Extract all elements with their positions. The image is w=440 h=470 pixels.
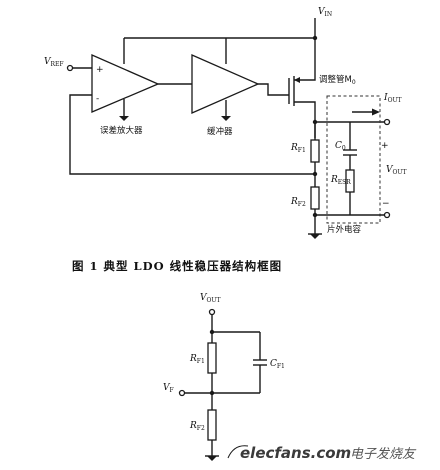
fig2-rf2-label: RF2 [189, 421, 205, 432]
fig2-rf1-resistor-symbol [207, 342, 217, 374]
fig2-ground-icon [207, 456, 217, 461]
vref-label: VREF [44, 57, 64, 68]
c0-label: C0 [335, 141, 346, 152]
buffer-ground-icon [221, 116, 231, 121]
feedback-wire [69, 94, 315, 175]
vin-node [312, 35, 318, 41]
amp-plus-sign: + [96, 65, 104, 75]
rf1-label: RF1 [290, 143, 306, 154]
output-plus-terminal [383, 118, 391, 126]
vout-plus-sign: + [381, 141, 389, 151]
amp-minus-sign: - [96, 94, 99, 104]
watermark-site: elecfans.com [240, 444, 351, 462]
error-amplifier-label: 误差放大器 [100, 125, 143, 136]
watermark-cn: 电子发烧友 [350, 447, 417, 462]
fig2-vout-terminal [208, 308, 216, 316]
iout-label: IOUT [383, 93, 402, 104]
offchip-cap-box [326, 95, 381, 224]
resr-label: RESR [330, 175, 351, 186]
error-amplifier-symbol [91, 54, 160, 113]
fig2-rf2-resistor-symbol [207, 409, 217, 441]
fig2-vout-label: VOUT [200, 293, 220, 304]
pass-fet-source [294, 70, 316, 81]
fig2-vf-terminal [178, 389, 186, 397]
ground-return-node [312, 212, 318, 218]
rf2-resistor-symbol [310, 186, 320, 210]
rf1-resistor-symbol [310, 139, 320, 163]
figure-1-caption: 图 1 典型 LDO 线性稳压器结构框图 [72, 259, 282, 273]
pass-fet-label: 调整管M0 [319, 74, 356, 86]
buffer-to-gate-wire [258, 83, 289, 96]
vout-minus-sign: − [382, 199, 390, 209]
pass-fet-arrow-icon [294, 77, 300, 83]
figure-2: VOUT CF1 RF1 VF RF2 [163, 293, 285, 461]
watermark-swoosh-icon [227, 445, 249, 459]
fig2-rf1-label: RF1 [189, 354, 205, 365]
amp-ground-icon [119, 116, 129, 121]
vref-terminal [66, 64, 74, 72]
buffer-label: 缓冲器 [207, 126, 233, 137]
iout-arrow-icon [372, 108, 380, 116]
watermark-logo: elecfans.com 电子发烧友 [227, 444, 417, 462]
divider-ground-icon [310, 234, 320, 239]
fig2-cf1-label: CF1 [270, 359, 285, 370]
figure-1: VIN VREF + - 误差放大器 缓冲器 调整管M0 [44, 7, 406, 273]
vin-label: VIN [318, 7, 332, 18]
buffer-symbol [191, 54, 260, 114]
pass-fet-drain [294, 101, 316, 122]
offchip-cap-label: 片外电容 [327, 224, 362, 235]
output-minus-terminal [383, 211, 391, 219]
fig2-vf-label: VF [163, 383, 174, 394]
rf2-label: RF2 [290, 197, 306, 208]
vout-label: VOUT [386, 165, 406, 176]
